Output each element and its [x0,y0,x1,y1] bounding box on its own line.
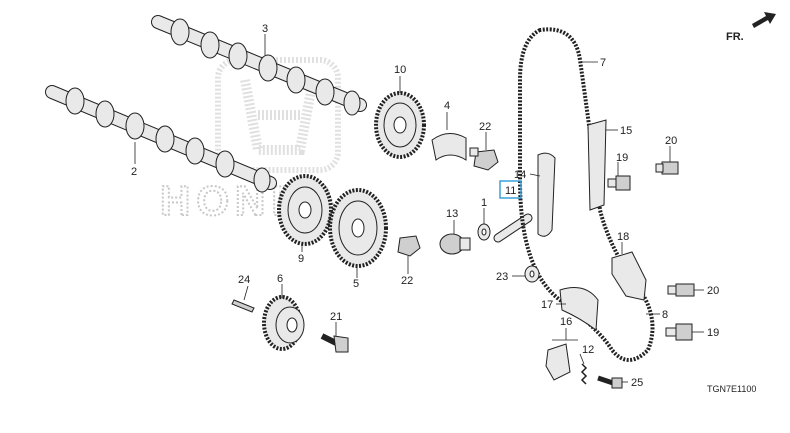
diagram-code: TGN7E1100 [707,384,756,394]
front-label: FR. [726,31,744,43]
callout-17: 17 [541,299,553,311]
callout-22-lower: 22 [401,275,413,287]
bolt-20-lower[interactable] [667,283,695,297]
callout-20-lower: 20 [707,285,719,297]
callout-2: 2 [131,166,137,178]
camshaft-upper[interactable] [151,15,367,116]
callout-22-upper: 22 [479,121,491,133]
callout-19-upper: 19 [616,152,628,164]
key-24[interactable] [231,299,255,313]
highlight-box-11 [499,180,522,199]
bolt-22-upper[interactable] [469,147,499,171]
callout-12: 12 [582,344,594,356]
callout-10: 10 [394,64,406,76]
honda-logo-icon [215,57,341,173]
callout-13: 13 [446,208,458,220]
callout-15: 15 [620,125,632,137]
front-arrow-icon [752,12,776,28]
callout-24: 24 [238,274,250,286]
callout-21: 21 [330,311,342,323]
tensioner-arm-17[interactable] [559,287,599,331]
camshaft-lower[interactable] [45,85,277,193]
bolt-21[interactable] [320,333,349,353]
callout-9: 9 [298,253,304,265]
part-18[interactable] [611,251,647,301]
callout-11: 11 [505,185,516,197]
callout-14: 14 [514,169,526,181]
bolt-19-lower[interactable] [665,323,693,341]
callout-6: 6 [277,273,283,285]
washer-1[interactable] [477,223,491,241]
cam-sprocket-9[interactable] [277,174,333,246]
callout-3: 3 [262,23,268,35]
bolt-19-upper[interactable] [607,175,631,191]
callout-20-upper: 20 [665,135,677,147]
callout-8: 8 [662,309,668,321]
bolt-25[interactable] [597,375,623,389]
cam-sprocket-10[interactable] [374,91,426,159]
spring-12[interactable] [580,363,588,385]
cam-sprocket-5[interactable] [328,188,388,268]
callout-4: 4 [444,100,450,112]
tensioner-16[interactable] [545,343,571,381]
chain-guide-14[interactable] [537,152,556,237]
callout-7: 7 [600,57,606,69]
callout-16: 16 [560,316,572,328]
callout-23: 23 [496,271,508,283]
leader-lines [134,34,704,383]
callout-19-lower: 19 [707,327,719,339]
callout-18: 18 [617,231,629,243]
bolt-22-lower[interactable] [397,235,421,257]
crank-sprocket-6[interactable] [262,295,305,351]
callout-5: 5 [353,278,359,290]
part-13-plug[interactable] [439,233,471,255]
washer-23[interactable] [524,265,540,283]
callout-25: 25 [631,377,643,389]
bolt-20-upper[interactable] [655,161,679,175]
callout-1: 1 [481,197,487,209]
chain-guide-15[interactable] [587,119,607,211]
part-4-bracket[interactable] [431,133,467,161]
